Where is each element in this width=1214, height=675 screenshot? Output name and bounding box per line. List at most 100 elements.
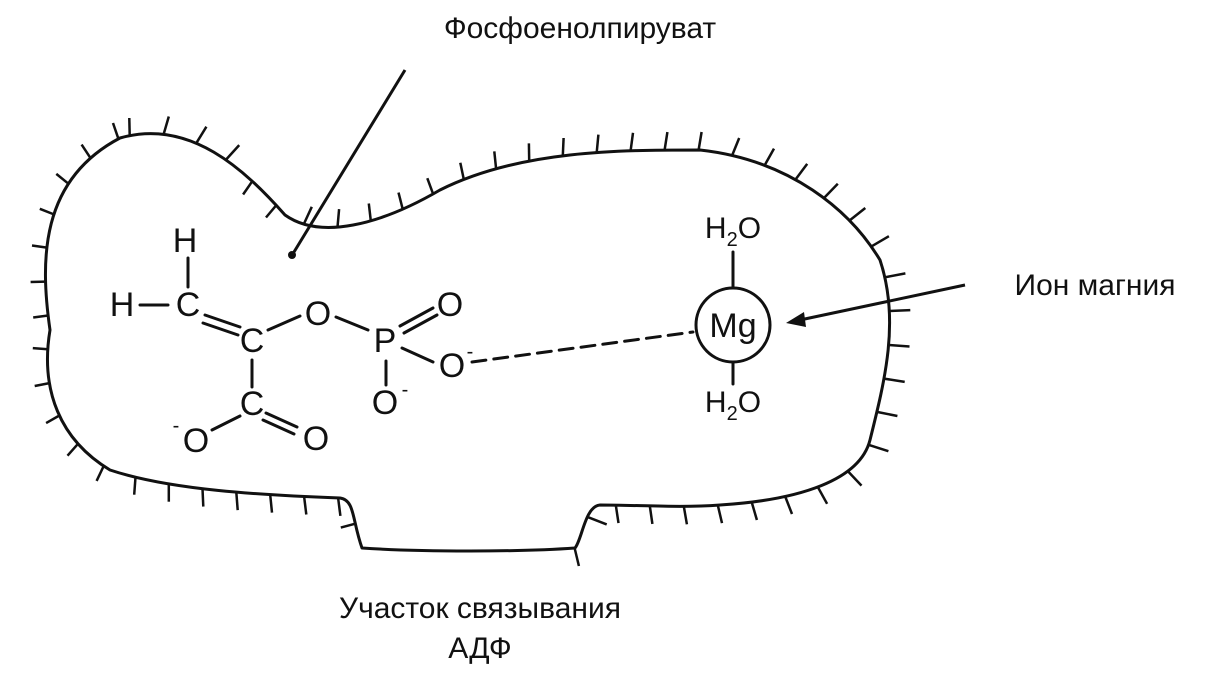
surface-hair	[459, 162, 466, 180]
surface-hair	[848, 207, 867, 222]
surface-hair	[268, 494, 274, 513]
atom-p: P	[374, 322, 397, 360]
bond-c1-c2-a	[203, 313, 242, 329]
surface-hair	[784, 496, 794, 515]
water-top-h: H	[705, 212, 727, 245]
atom-o-minus-right: O	[439, 347, 465, 385]
bond-c3-o-carboxyl-minus	[210, 414, 242, 432]
surface-hair	[336, 497, 342, 517]
surface-hair	[629, 132, 635, 151]
atom-o-bridge: O	[305, 295, 331, 333]
surface-hair	[162, 116, 171, 135]
bond-c3-o-double-b	[261, 418, 296, 436]
surface-hair	[201, 488, 205, 507]
surface-hair	[45, 414, 61, 425]
atom-o-carboxyl-minus: O	[183, 422, 209, 460]
surface-hair	[493, 151, 498, 169]
pep-label: Фосфоенолпируват	[444, 12, 717, 45]
surface-hair	[111, 122, 120, 140]
bond-p-o-double-b	[402, 313, 439, 335]
bond-c3-o-double-a	[264, 411, 299, 429]
charge-minus-bottom: -	[402, 379, 409, 401]
surface-hair	[889, 308, 911, 313]
surface-hair	[888, 343, 910, 348]
surface-hair	[884, 272, 906, 279]
surface-hair	[224, 144, 241, 161]
atom-mg: Mg	[709, 307, 756, 345]
surface-hair	[95, 465, 105, 482]
surface-hair	[614, 504, 620, 524]
bond-c1-c2-b	[201, 321, 240, 337]
pep-pointer-line	[292, 69, 407, 253]
enzyme-surface-hairs	[30, 116, 911, 567]
surface-hair	[697, 131, 703, 151]
surface-hair	[195, 126, 208, 144]
surface-hair	[80, 143, 92, 159]
pep-pointer-dot	[288, 251, 296, 259]
bond-o-bridge-p	[334, 315, 370, 332]
atom-c3: C	[240, 385, 265, 423]
surface-hair	[33, 314, 49, 319]
water-bottom-sub: 2	[727, 403, 738, 425]
surface-hair	[66, 442, 79, 457]
mg-ion-label: Ион магния	[1015, 269, 1176, 302]
surface-hair	[846, 470, 863, 487]
surface-hair	[561, 137, 565, 156]
surface-hair	[868, 443, 889, 453]
surface-hair	[816, 486, 829, 505]
surface-hair	[242, 180, 254, 196]
water-top-o: O	[738, 212, 761, 245]
surface-hair	[397, 192, 404, 210]
atom-o-carboxyl-double: O	[303, 420, 329, 458]
adp-site-label-line1: Участок связывания	[339, 592, 621, 625]
water-top-sub: 2	[727, 229, 738, 251]
surface-hair	[876, 410, 898, 418]
surface-hair	[883, 377, 905, 384]
water-top: H2O	[705, 212, 761, 251]
water-bottom-o: O	[738, 386, 761, 419]
surface-hair	[750, 501, 759, 521]
atom-h-left: H	[110, 286, 135, 324]
water-bottom: H2O	[705, 386, 761, 425]
surface-hair	[31, 244, 48, 249]
charge-minus-carboxyl: -	[173, 415, 180, 437]
water-bottom-h: H	[705, 386, 727, 419]
surface-hair	[32, 346, 48, 351]
atom-c2: C	[240, 322, 265, 360]
atom-c1: C	[176, 286, 201, 324]
atom-h-top: H	[173, 222, 198, 260]
surface-hair	[648, 505, 654, 525]
surface-hair	[586, 515, 608, 526]
surface-hair	[763, 147, 776, 167]
surface-hair	[265, 204, 278, 219]
surface-hair	[730, 137, 741, 156]
surface-hair	[682, 506, 689, 525]
charge-minus-right: -	[467, 341, 474, 363]
surface-hair	[302, 496, 308, 515]
surface-hair	[39, 207, 55, 216]
surface-hair	[595, 134, 600, 153]
surface-hair	[716, 504, 724, 524]
surface-hair	[794, 163, 809, 181]
atom-o-minus-bottom: O	[372, 384, 398, 422]
mg-pointer-arrowhead	[786, 312, 806, 327]
mg-pointer-line	[799, 283, 966, 322]
surface-hair	[132, 477, 137, 495]
bond-c2-o-bridge	[266, 314, 302, 332]
bond-p-o-double-a	[398, 306, 435, 328]
surface-hair	[336, 208, 341, 228]
surface-hair	[823, 182, 839, 199]
surface-hair	[573, 547, 581, 567]
ionic-interaction-dashed	[470, 330, 695, 364]
surface-hair	[235, 492, 239, 511]
surface-hair	[367, 203, 373, 221]
atom-o-double-p: O	[437, 286, 463, 324]
surface-hair	[55, 172, 70, 185]
surface-hair	[870, 235, 890, 248]
bond-p-o-minus-right	[400, 346, 435, 364]
surface-hair	[426, 177, 435, 195]
surface-hair	[302, 206, 313, 225]
adp-site-label-line2: АДФ	[448, 632, 511, 665]
surface-hair	[663, 131, 669, 151]
